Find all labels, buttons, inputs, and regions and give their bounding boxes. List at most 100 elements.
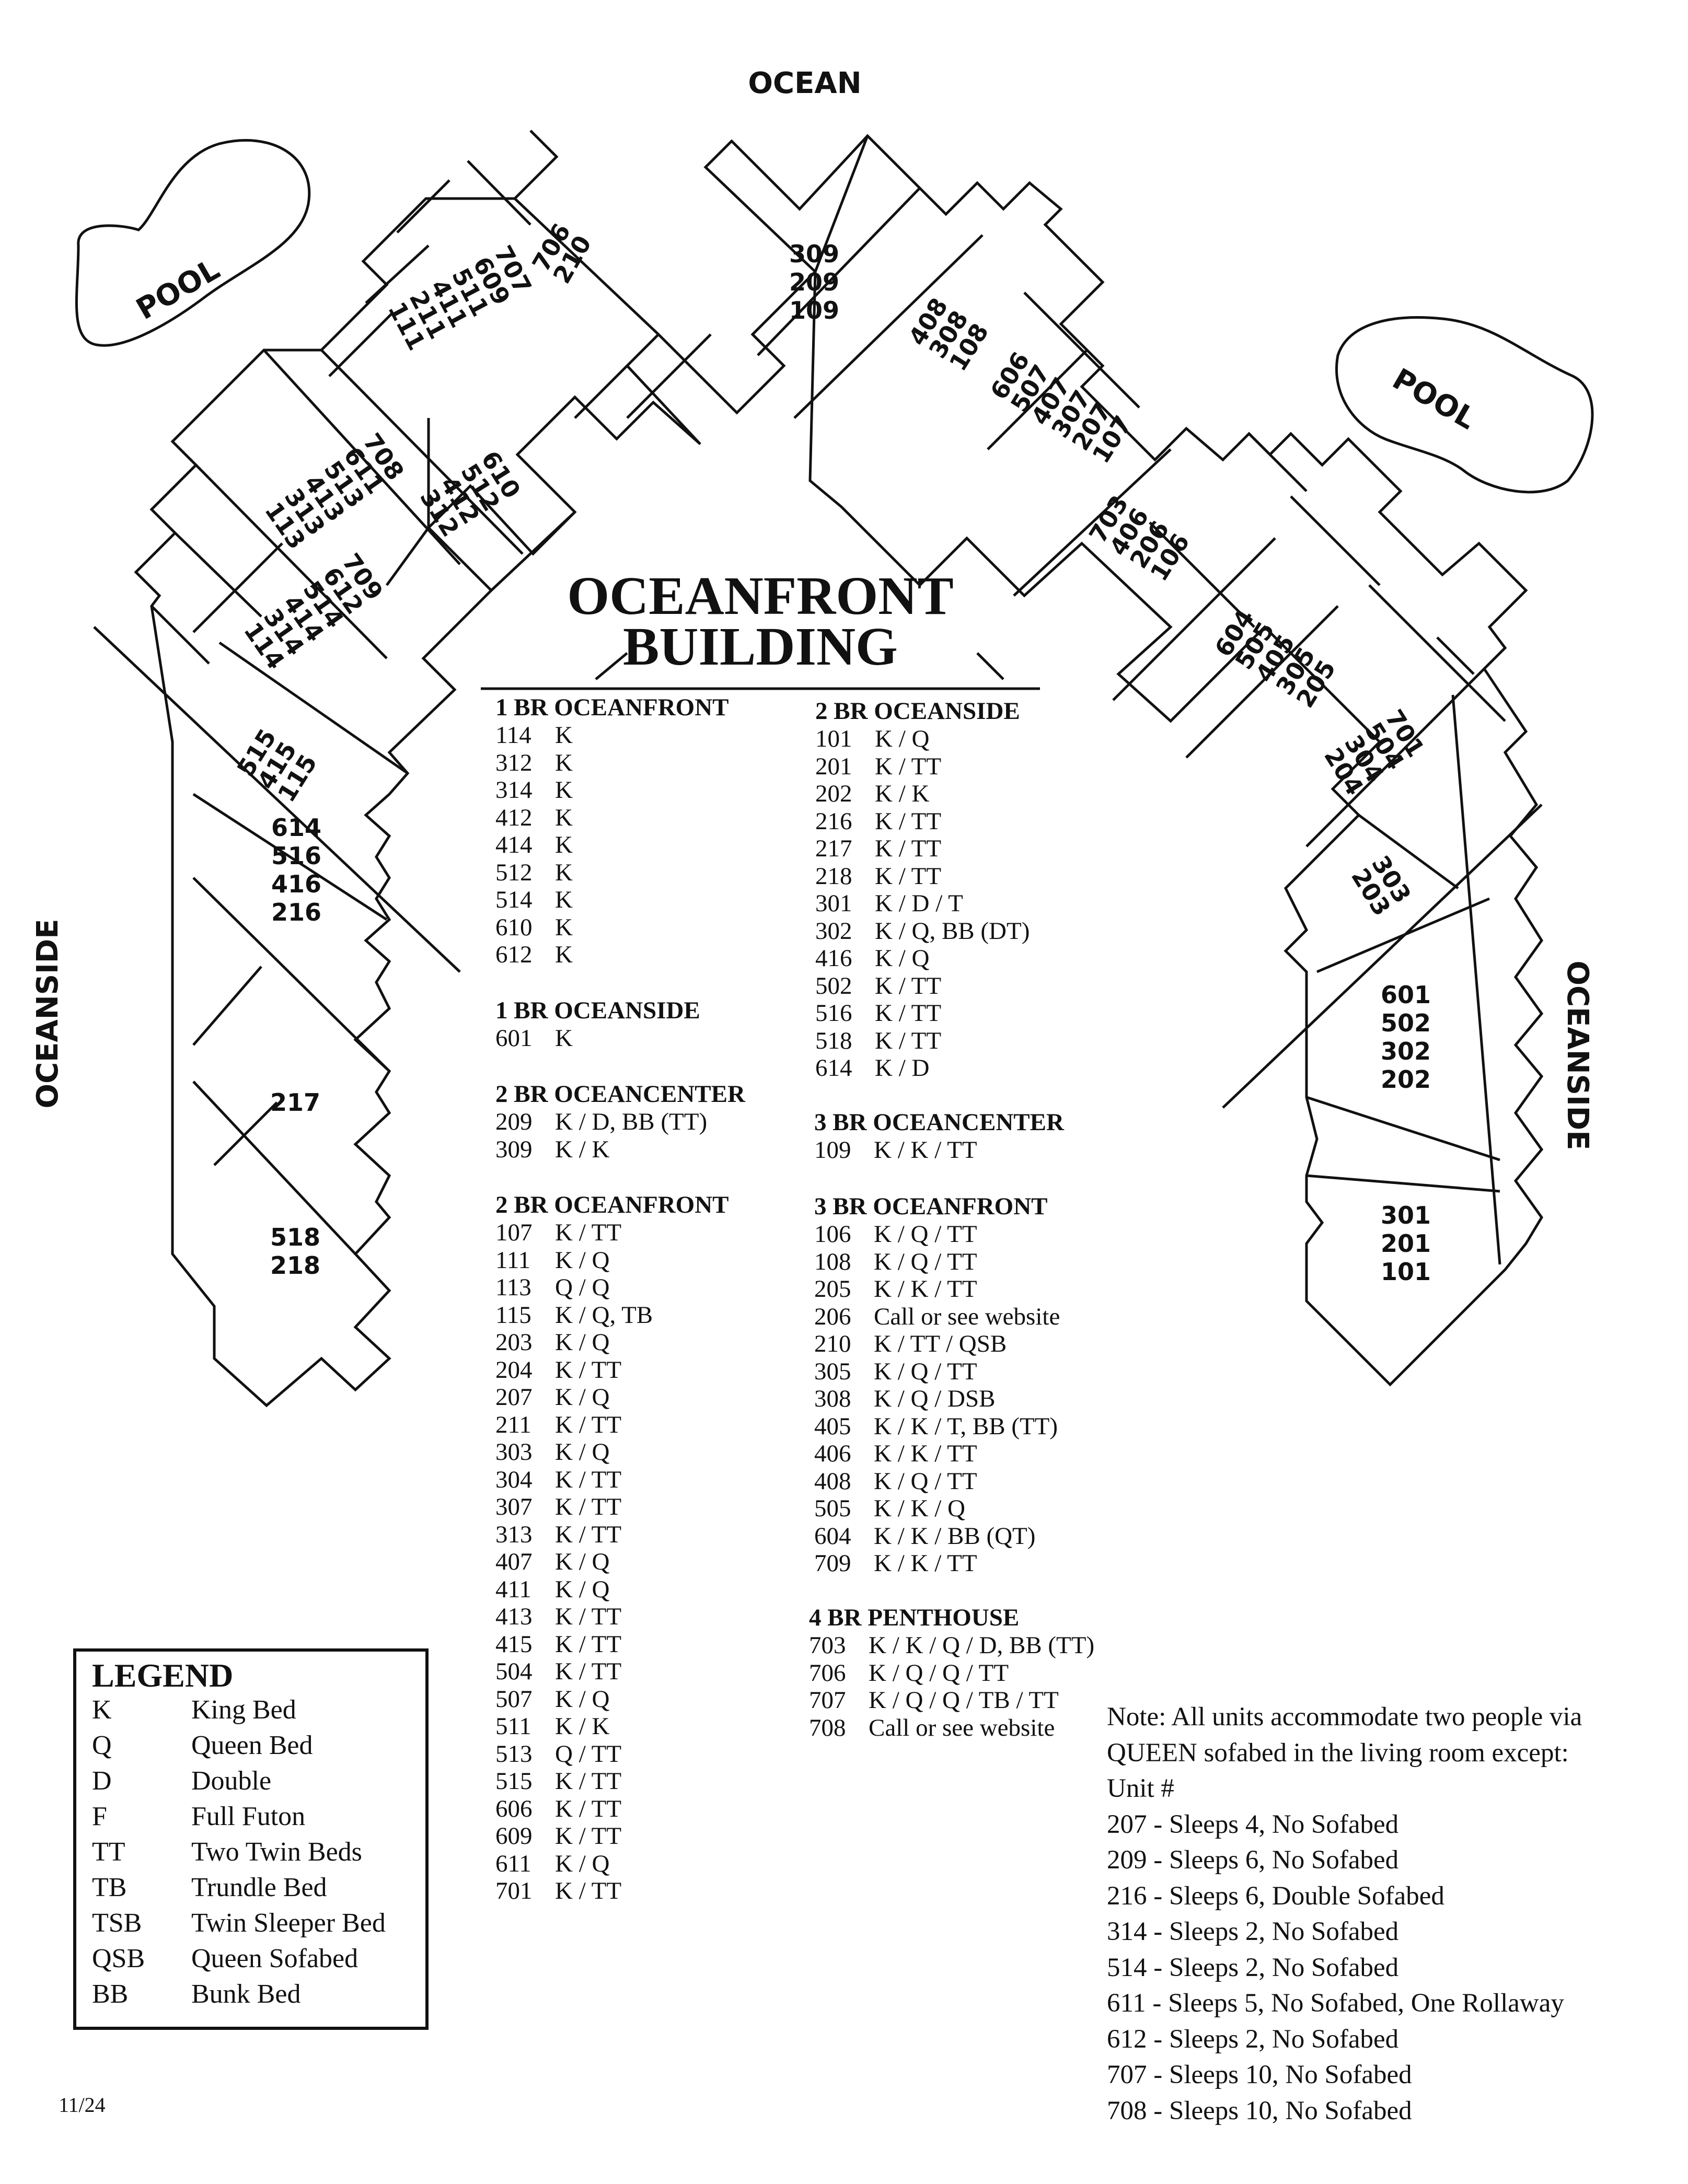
unit-number: 507 bbox=[495, 1685, 533, 1713]
bed-config: K bbox=[555, 858, 573, 886]
unit-number: 708 bbox=[809, 1714, 846, 1741]
bed-config: K / TT bbox=[555, 1877, 622, 1904]
bed-config: K / K / Q / D, BB (TT) bbox=[869, 1632, 1095, 1659]
bed-config: K bbox=[555, 913, 573, 941]
unit-number: 217 bbox=[815, 835, 852, 862]
unit-number: 411 bbox=[495, 1575, 531, 1603]
bed-config: K bbox=[555, 886, 573, 913]
unit-number: 312 bbox=[495, 749, 533, 776]
unit-number: 114 bbox=[495, 722, 531, 749]
unit-number: 303 bbox=[495, 1438, 533, 1466]
bed-config: K / TT bbox=[875, 835, 942, 862]
bed-config: Q / TT bbox=[555, 1740, 622, 1768]
legend-meaning: Full Futon bbox=[191, 1802, 306, 1831]
unit-number: 302 bbox=[815, 917, 852, 945]
unit-number: 612 bbox=[495, 941, 533, 968]
unit-number: 513 bbox=[495, 1740, 533, 1768]
oceanside-left-label: OCEANSIDE bbox=[31, 919, 65, 1108]
bed-config: K / Q / Q / TB / TT bbox=[869, 1687, 1059, 1714]
unit-number: 604 bbox=[814, 1522, 851, 1550]
unit-row-610: 610 K bbox=[495, 914, 729, 942]
plan-unit-309: 309 bbox=[789, 240, 839, 268]
unit-number: 514 bbox=[495, 886, 533, 913]
bed-config: K / Q / DSB bbox=[874, 1385, 996, 1412]
bed-config: K / D, BB (TT) bbox=[555, 1108, 708, 1135]
note-line: 207 - Sleeps 4, No Sofabed bbox=[1107, 1809, 1399, 1839]
unit-number: 210 bbox=[814, 1330, 851, 1357]
legend-title: LEGEND bbox=[92, 1657, 234, 1694]
legend-item-k: K King Bed bbox=[92, 1692, 425, 1728]
unit-number: 108 bbox=[814, 1248, 851, 1275]
revision-date: 11/24 bbox=[59, 2093, 106, 2117]
note-line: QUEEN sofabed in the living room except: bbox=[1107, 1738, 1569, 1768]
unit-number: 203 bbox=[495, 1329, 533, 1356]
bed-config: K bbox=[555, 749, 573, 776]
bed-config: K / Q bbox=[555, 1246, 610, 1274]
center-wall bbox=[703, 134, 1544, 1387]
bed-config: K / TT bbox=[555, 1466, 622, 1493]
unit-number: 407 bbox=[495, 1548, 533, 1575]
unit-number: 703 bbox=[809, 1632, 846, 1659]
legend-code: K bbox=[92, 1695, 112, 1725]
unit-number: 314 bbox=[495, 776, 533, 804]
unit-number: 305 bbox=[814, 1357, 851, 1385]
bed-config: K / D / T bbox=[875, 890, 963, 917]
plan-unit-416: 416 bbox=[271, 870, 321, 898]
legend-meaning: Two Twin Beds bbox=[191, 1837, 362, 1867]
unit-number: 115 bbox=[495, 1301, 531, 1329]
pool-right-label: POOL bbox=[1387, 362, 1482, 436]
ocean-label: OCEAN bbox=[748, 66, 861, 100]
unit-number: 408 bbox=[814, 1467, 851, 1495]
legend-code: TT bbox=[92, 1837, 125, 1867]
section-heading: 1 BR OCEANFRONT bbox=[495, 694, 729, 721]
bed-config: K / TT bbox=[555, 1493, 622, 1520]
bed-config: K / K / BB (QT) bbox=[874, 1522, 1036, 1550]
bed-config: K bbox=[555, 941, 573, 968]
unit-number: 502 bbox=[815, 972, 852, 1000]
left-wing-inner-wall bbox=[657, 271, 816, 415]
unit-number: 202 bbox=[815, 780, 852, 807]
unit-number: 109 bbox=[814, 1136, 851, 1164]
unit-number: 610 bbox=[495, 913, 533, 941]
bed-config: K / K / TT bbox=[874, 1550, 977, 1577]
legend-meaning: King Bed bbox=[191, 1695, 296, 1725]
unit-number: 207 bbox=[495, 1384, 533, 1411]
bed-config: K / Q bbox=[555, 1548, 610, 1575]
plan-unit-518: 518 bbox=[270, 1223, 320, 1251]
unit-number: 511 bbox=[495, 1713, 531, 1740]
bed-config: K bbox=[555, 804, 573, 831]
unit-number: 505 bbox=[814, 1495, 851, 1522]
bed-config: K / TT bbox=[875, 1027, 942, 1054]
